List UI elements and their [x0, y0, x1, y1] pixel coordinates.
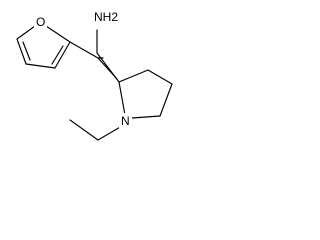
molecule-diagram: NH2 N O: [0, 0, 200, 152]
bond-c4-c5: [16, 38, 27, 65]
amine-label: NH2: [94, 10, 118, 24]
bond-c2-ch2: [96, 52, 120, 83]
bond-n-linker: [97, 125, 123, 141]
bond-c3-c4: [147, 69, 173, 85]
bond-c3-c4: [25, 63, 56, 69]
bond-c5-n: [131, 115, 161, 119]
double-bond-c2-c3: [51, 45, 64, 65]
bond-c4-c5: [159, 83, 173, 117]
furan-ring: [16, 25, 71, 69]
bond-linker-furan: [69, 119, 99, 141]
amine-label-group: NH2: [92, 9, 121, 25]
bond-c5-o: [16, 25, 36, 40]
bond-o-c2: [45, 25, 71, 43]
ring-nitrogen-label: N: [121, 114, 130, 128]
bond-n-c2: [118, 81, 126, 116]
double-bond-c4-c5: [22, 41, 31, 61]
structure-drawing: NH2 N O: [16, 9, 173, 141]
bond-furan-ch2: [69, 41, 99, 59]
ring-nitrogen-label-group: N: [119, 113, 132, 129]
furan-oxygen-label-group: O: [34, 14, 47, 30]
bond-c2-c3: [118, 69, 149, 83]
pyrrolidine-ring: [118, 69, 173, 119]
furan-oxygen-label: O: [36, 15, 45, 29]
bond-c2-c3: [54, 41, 71, 69]
